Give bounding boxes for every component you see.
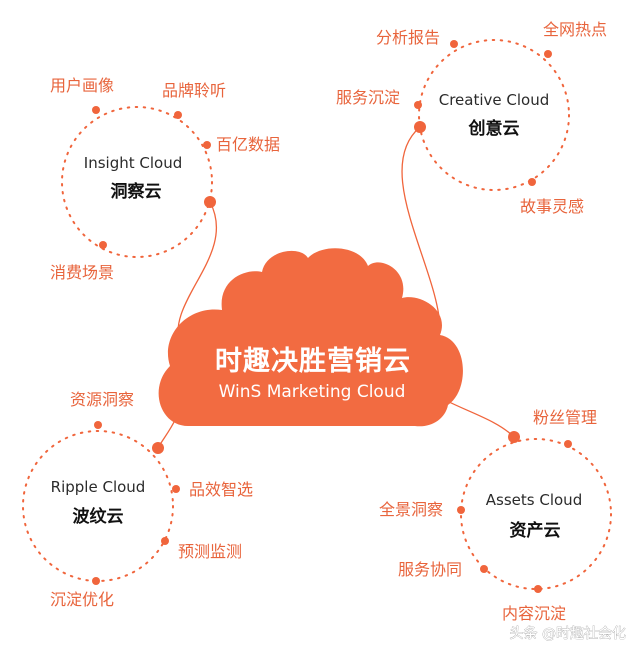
creative-ring [418,39,570,191]
creative-label-story-inspiration: 故事灵感 [520,197,584,216]
assets-label-panoramic-insight: 全景洞察 [379,500,443,519]
ripple-label-optimization: 沉淀优化 [50,590,114,609]
ripple-anchor-dot [152,442,164,454]
assets-label-content-accumulation: 内容沉淀 [502,604,566,623]
center-title: 时趣决胜营销云 [215,346,411,377]
creative-label-trending-topics: 全网热点 [543,20,607,39]
insight-label-user-portrait: 用户画像 [50,76,114,95]
insight-cloud-zh: 洞察云 [111,181,162,202]
assets-cloud-en: Assets Cloud [486,491,582,509]
watermark: 头条 @时趣社会化 [510,625,626,642]
creative-anchor-dot [414,121,426,133]
ripple-ring [22,430,174,582]
creative-label-analysis-report: 分析报告 [376,28,440,47]
insight-ring [61,106,213,258]
ripple-label-forecast-monitor: 预测监测 [178,542,242,561]
ripple-label-resource-insight: 资源洞察 [70,390,134,409]
assets-label-fan-management: 粉丝管理 [533,408,597,427]
creative-cloud-en: Creative Cloud [439,91,550,109]
insight-label-brand-listening: 品牌聆听 [162,81,226,100]
insight-cloud-en: Insight Cloud [84,154,182,172]
insight-anchor-dot [204,196,216,208]
assets-anchor-dot [508,431,520,443]
insight-label-consumer-scenes: 消费场景 [50,263,114,282]
insight-label-big-data: 百亿数据 [216,135,280,154]
assets-cloud-zh: 资产云 [510,520,561,541]
label-dots [92,40,572,593]
creative-cloud-zh: 创意云 [468,118,520,139]
creative-label-service-accumulation: 服务沉淀 [336,88,400,107]
creative-connector [401,126,441,331]
assets-label-service-collaboration: 服务协同 [398,560,462,579]
ripple-cloud-zh: 波纹云 [73,506,124,527]
ripple-label-smart-selection: 品效智选 [189,480,253,499]
ripple-cloud-en: Ripple Cloud [51,478,146,496]
assets-ring [460,438,612,590]
center-subtitle: WinS Marketing Cloud [219,382,406,402]
central-cloud [158,248,463,427]
